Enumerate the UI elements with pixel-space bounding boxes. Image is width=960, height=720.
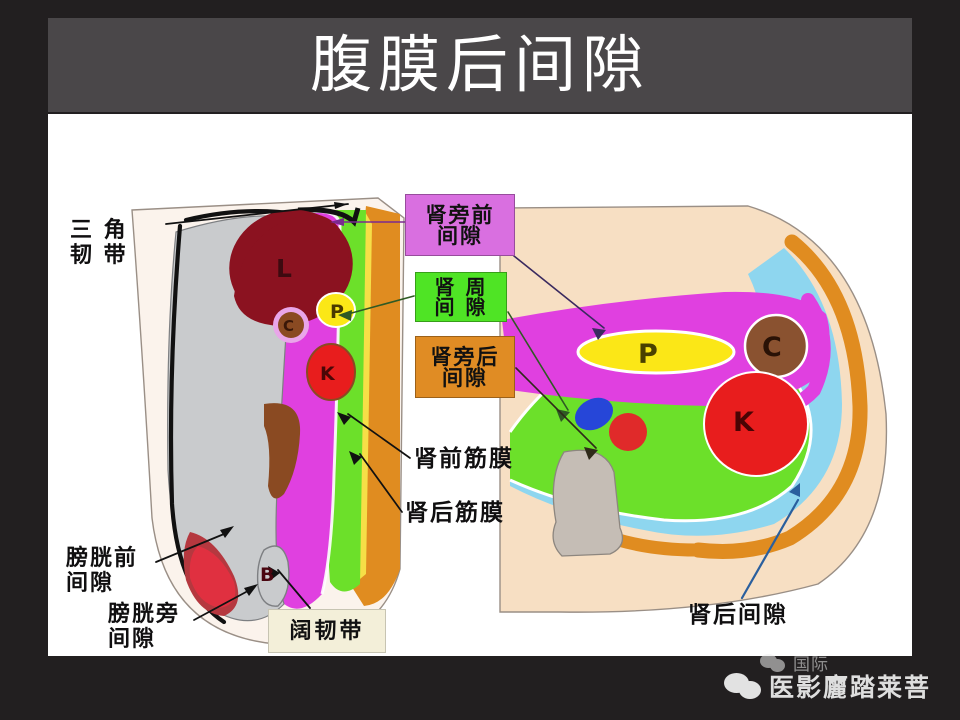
arrowhead-postpararenal-ax	[584, 447, 598, 460]
legend-line-1: 肾 周	[434, 274, 488, 299]
label-retrorenal-space: 肾后间隙	[688, 602, 788, 628]
legend-perirenal-space: 肾 周 间 隙	[415, 272, 507, 322]
label-line-1: 肾前筋膜	[414, 445, 514, 472]
leader-antpararenal-axial	[513, 255, 605, 329]
arrowhead-retrorenal	[789, 483, 800, 497]
diagram-canvas: L P C K B P C K 肾旁前 间隙 肾 周 间 隙 肾旁后 间隙 阔韧…	[48, 114, 912, 656]
legend-line-1: 肾旁后	[430, 343, 500, 369]
label-posterior-renal-fascia: 肾后筋膜	[405, 500, 505, 526]
label-anterior-renal-fascia: 肾前筋膜	[414, 446, 514, 472]
leader-perirenal-sagittal	[347, 295, 415, 315]
leader-paravesical-space	[193, 591, 247, 621]
legend-posterior-pararenal-space: 肾旁后 间隙	[415, 336, 515, 398]
arrowhead-antpararenal-sag	[330, 218, 344, 226]
wechat-icon-top	[760, 653, 786, 673]
label-line-1: 膀胱旁	[108, 601, 181, 627]
leader-retrorenal-space	[740, 498, 800, 600]
legend-anterior-pararenal-space: 肾旁前 间隙	[405, 194, 515, 256]
title-banner: 腹膜后间隙	[48, 18, 912, 112]
ivc-axial	[609, 413, 647, 451]
label-line-1: 肾后间隙	[688, 601, 788, 628]
page-title: 腹膜后间隙	[309, 28, 650, 101]
legend-line-2: 间隙	[437, 223, 483, 248]
label-prevesical-space: 膀胱前 间隙	[66, 546, 138, 595]
pancreas-sagittal	[316, 292, 356, 328]
axial-view	[499, 205, 888, 613]
watermark-top-text: 国际	[793, 655, 829, 675]
vertebral-body	[552, 449, 624, 557]
posterior-pararenal-space-axial	[690, 234, 868, 559]
leader-posterior-renal-fascia	[359, 453, 403, 513]
anatomy-illustration	[131, 197, 888, 645]
colon-descending-sagittal	[264, 403, 301, 499]
label-paravesical-space: 膀胱旁 间隙	[108, 602, 180, 651]
label-line-2: 间隙	[66, 569, 115, 596]
colon-axial	[743, 313, 809, 379]
pancreas-axial	[576, 329, 736, 375]
leader-prevesical-space	[155, 533, 225, 563]
label-line-2: 韧 带	[70, 241, 128, 268]
kidney-axial	[703, 371, 809, 477]
sagittal-view	[131, 197, 405, 645]
aorta-axial	[574, 397, 614, 431]
watermark-bottom-text: 医影廲踏莱菩	[769, 673, 932, 702]
wechat-icon-bottom	[724, 672, 762, 700]
colon-sagittal	[278, 312, 304, 338]
label-triangular-ligament: 三 角 韧 带	[70, 218, 128, 267]
arrowhead-paravesical	[244, 584, 258, 596]
watermark-bottom: 医影廲踏莱菩	[724, 668, 931, 704]
arrowhead-broad-ligament	[268, 566, 280, 580]
legend-line-1: 肾旁前	[425, 201, 495, 227]
label-line-1: 三 角	[70, 217, 128, 243]
arrowhead-perirenal-sag	[338, 310, 352, 321]
leader-perirenal-axial	[507, 311, 569, 411]
arrowhead-triangular	[334, 202, 348, 209]
watermark-top: 国际	[760, 650, 829, 675]
bladder-sagittal	[189, 546, 236, 608]
arrowhead-prevesical	[220, 526, 234, 538]
arrowhead-antfascia	[337, 412, 351, 425]
legend-broad-ligament: 阔韧带	[268, 609, 386, 653]
liver-body	[234, 214, 349, 326]
arrowhead-antpararenal-ax	[592, 328, 606, 340]
label-line-2: 间隙	[108, 625, 157, 652]
label-line-1: 膀胱前	[66, 545, 139, 571]
leader-postpararenal-axial	[515, 367, 597, 449]
kidney-sagittal	[306, 343, 356, 401]
label-line-1: 肾后筋膜	[405, 499, 505, 526]
leader-triangular-ligament	[165, 203, 349, 225]
legend-line-1: 阔韧带	[289, 617, 365, 644]
leader-lines	[155, 202, 800, 621]
leader-broad-ligament	[277, 569, 311, 609]
legend-line-2: 间 隙	[434, 295, 488, 319]
legend-line-2: 间隙	[442, 365, 488, 390]
leader-anterior-renal-fascia	[347, 413, 411, 459]
arrowhead-postfascia	[349, 451, 362, 465]
